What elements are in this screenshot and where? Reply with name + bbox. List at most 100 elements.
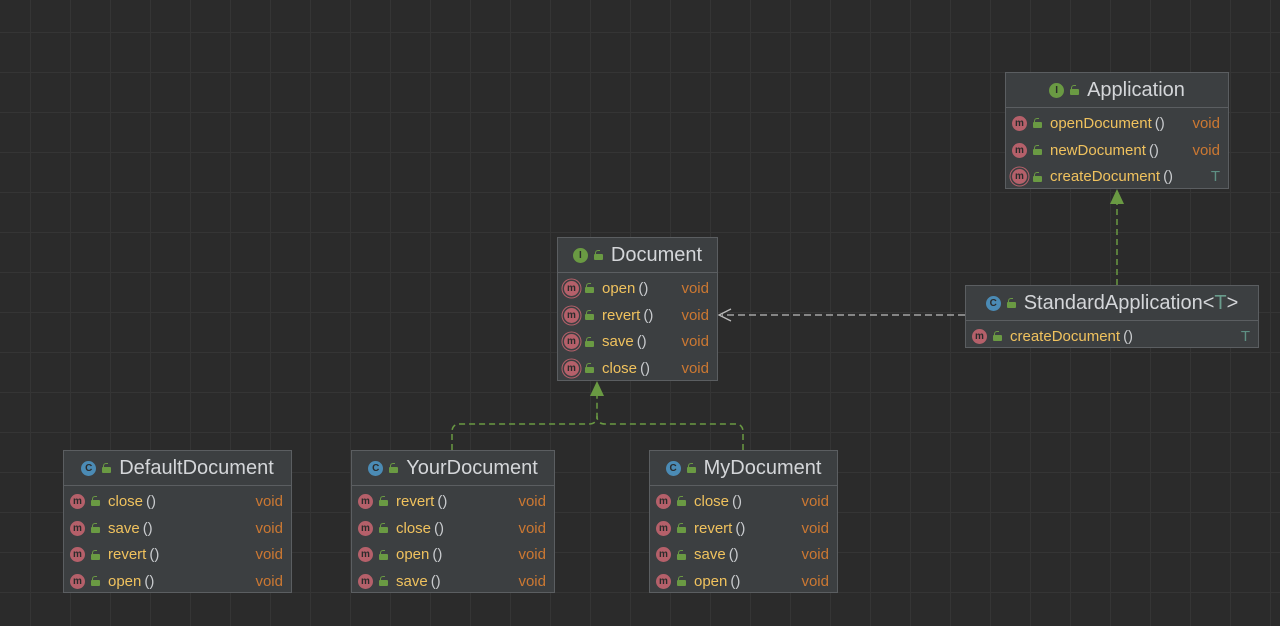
method-row[interactable]: m newDocument () void (1006, 137, 1228, 164)
public-lock-icon (677, 576, 686, 587)
method-row[interactable]: m createDocument () T (1006, 163, 1228, 190)
return-type: void (681, 333, 709, 351)
method-params: () (636, 333, 647, 351)
node-header: C YourDocument (352, 451, 554, 486)
public-lock-icon (686, 463, 696, 473)
node-header: C DefaultDocument (64, 451, 291, 486)
return-type: void (518, 572, 546, 590)
public-lock-icon (102, 463, 112, 473)
arrowhead-application (1110, 189, 1124, 204)
return-type: void (1192, 141, 1220, 159)
method-params: () (1163, 168, 1174, 186)
method-icon: m (70, 520, 85, 536)
node-title: Application (1087, 78, 1185, 101)
method-row[interactable]: m open () void (352, 541, 554, 568)
node-defaultdocument[interactable]: C DefaultDocument m close () void m save… (63, 450, 292, 593)
return-type: void (1192, 114, 1220, 132)
node-standardapplication[interactable]: C StandardApplication<T> m createDocumen… (965, 285, 1259, 348)
type-bracket-open: < (1202, 291, 1215, 314)
public-lock-icon (91, 549, 100, 560)
method-row[interactable]: m close () void (558, 355, 717, 382)
class-icon: C (665, 460, 681, 476)
return-type: void (801, 572, 829, 590)
public-lock-icon (379, 576, 388, 587)
method-icon: m (656, 520, 671, 536)
method-row[interactable]: m revert () void (558, 302, 717, 329)
class-icon: C (81, 460, 97, 476)
class-name: StandardApplication (1023, 291, 1203, 314)
method-params: () (434, 519, 445, 537)
type-parameter: T (1214, 291, 1227, 314)
method-row[interactable]: m close () void (64, 488, 291, 515)
class-icon: C (368, 460, 384, 476)
method-name: save (108, 519, 140, 537)
method-icon: m (358, 493, 373, 509)
public-lock-icon (1006, 298, 1016, 308)
arrowhead-document (590, 381, 604, 396)
public-lock-icon (91, 496, 100, 507)
public-lock-icon (993, 331, 1002, 342)
return-type: void (518, 546, 546, 564)
method-name: revert (694, 519, 733, 537)
method-params: () (430, 572, 441, 590)
method-row[interactable]: m openDocument () void (1006, 110, 1228, 137)
method-row[interactable]: m revert () void (64, 541, 291, 568)
node-application[interactable]: I Application m openDocument () void m n… (1005, 72, 1229, 189)
method-params: () (730, 572, 741, 590)
method-name: revert (108, 546, 147, 564)
method-name: save (396, 572, 428, 590)
public-lock-icon (585, 336, 594, 347)
return-type: void (801, 546, 829, 564)
method-list: m close () void m save () void m revert … (64, 486, 291, 597)
public-lock-icon (1070, 85, 1080, 95)
public-lock-icon (677, 549, 686, 560)
method-name: revert (396, 492, 435, 510)
public-lock-icon (1033, 171, 1042, 182)
method-name: save (694, 546, 726, 564)
method-row[interactable]: m revert () void (352, 488, 554, 515)
method-row[interactable]: m createDocument () T (966, 323, 1258, 350)
method-params: () (144, 572, 155, 590)
method-name: openDocument (1050, 114, 1152, 132)
method-params: () (732, 492, 743, 510)
method-icon: m (1012, 142, 1027, 158)
node-document[interactable]: I Document m open () void m revert () vo… (557, 237, 718, 381)
method-name: revert (602, 306, 641, 324)
method-row[interactable]: m open () void (650, 568, 837, 595)
method-icon: m (70, 493, 85, 509)
return-type: T (1240, 327, 1250, 345)
return-type: T (1210, 168, 1220, 186)
node-header: C MyDocument (650, 451, 837, 486)
method-icon: m (656, 547, 671, 563)
type-bracket-close: > (1226, 291, 1239, 314)
arrowhead-document-dependency (717, 308, 732, 322)
node-mydocument[interactable]: C MyDocument m close () void m revert ()… (649, 450, 838, 593)
method-row[interactable]: m save () void (352, 568, 554, 595)
method-row[interactable]: m save () void (64, 515, 291, 542)
method-row[interactable]: m close () void (352, 515, 554, 542)
method-name: close (108, 492, 144, 510)
public-lock-icon (1033, 118, 1042, 129)
node-yourdocument[interactable]: C YourDocument m revert () void m close … (351, 450, 555, 593)
method-name: open (694, 572, 728, 590)
node-title: Document (610, 243, 703, 266)
abstract-method-icon: m (564, 360, 579, 376)
method-row[interactable]: m open () void (558, 275, 717, 302)
method-list: m createDocument () T (966, 321, 1258, 352)
return-type: void (681, 359, 709, 377)
method-row[interactable]: m revert () void (650, 515, 837, 542)
method-name: close (396, 519, 432, 537)
method-row[interactable]: m open () void (64, 568, 291, 595)
method-row[interactable]: m save () void (558, 328, 717, 355)
return-type: void (255, 572, 283, 590)
edge-mydocument-implements-document (596, 415, 744, 450)
public-lock-icon (1033, 145, 1042, 156)
return-type: void (255, 519, 283, 537)
method-row[interactable]: m save () void (650, 541, 837, 568)
method-row[interactable]: m close () void (650, 488, 837, 515)
method-list: m openDocument () void m newDocument () … (1006, 108, 1228, 192)
method-name: newDocument (1050, 141, 1146, 159)
method-icon: m (70, 547, 85, 563)
method-params: () (1154, 114, 1165, 132)
